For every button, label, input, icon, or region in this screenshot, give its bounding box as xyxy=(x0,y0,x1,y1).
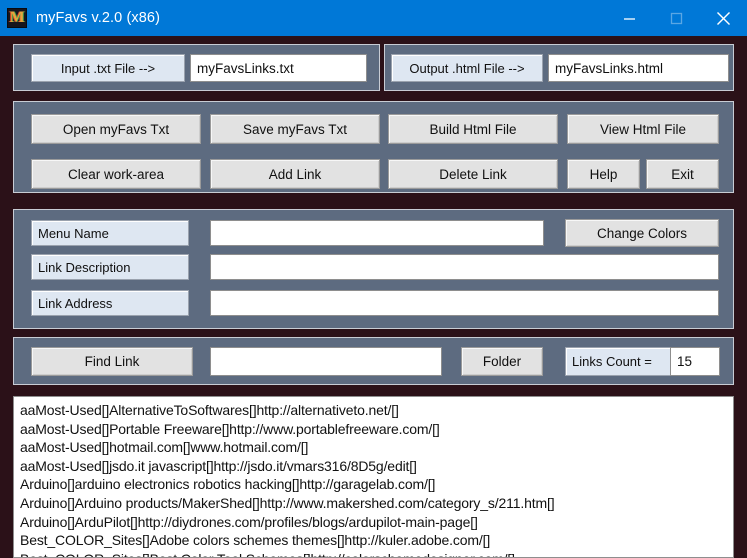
work-area-line: aaMost-Used[]Portable Freeware[]http://w… xyxy=(20,420,440,437)
exit-button[interactable]: Exit xyxy=(646,159,719,189)
work-area-line: Arduino[]Arduino products/MakerShed[]htt… xyxy=(20,494,555,511)
find-link-button[interactable]: Find Link xyxy=(31,347,193,376)
app-icon: M xyxy=(7,8,27,28)
help-button[interactable]: Help xyxy=(567,159,640,189)
build-html-file-button[interactable]: Build Html File xyxy=(388,114,558,144)
work-area-line: Best_COLOR_Sites[]Adobe colors schemes t… xyxy=(20,532,491,549)
work-area-line: aaMost-Used[]AlternativeToSoftwares[]htt… xyxy=(20,402,399,418)
links-count-value: 15 xyxy=(670,347,720,376)
view-html-file-button[interactable]: View Html File xyxy=(567,114,719,144)
work-area-line: aaMost-Used[]jsdo.it javascript[]http://… xyxy=(20,457,417,474)
app-icon-glyph: M xyxy=(9,9,25,26)
work-area-line: aaMost-Used[]hotmail.com[]www.hotmail.co… xyxy=(20,439,309,456)
window-title: myFavs v.2.0 (x86) xyxy=(36,10,161,26)
menu-name-label: Menu Name xyxy=(31,220,189,246)
work-area-line: Best_COLOR_Sites[]Best Color Tool Scheme… xyxy=(20,550,733,557)
open-myfavs-txt-button[interactable]: Open myFavs Txt xyxy=(31,114,201,144)
input-file-field[interactable]: myFavsLinks.txt xyxy=(190,54,367,82)
work-area-line: Arduino[]arduino electronics robotics ha… xyxy=(20,476,436,493)
link-description-field[interactable] xyxy=(210,254,719,280)
delete-link-button[interactable]: Delete Link xyxy=(388,159,558,189)
maximize-icon[interactable] xyxy=(653,0,700,36)
change-colors-button[interactable]: Change Colors xyxy=(565,219,719,247)
input-file-label: Input .txt File --> xyxy=(31,54,185,82)
input-file-panel: Input .txt File --> myFavsLinks.txt xyxy=(13,44,380,91)
output-file-panel: Output .html File --> myFavsLinks.html xyxy=(384,44,734,91)
find-link-input[interactable] xyxy=(210,347,442,376)
close-icon[interactable] xyxy=(700,0,747,36)
output-file-label: Output .html File --> xyxy=(391,54,543,82)
link-description-label: Link Description xyxy=(31,254,189,280)
link-address-field[interactable] xyxy=(210,290,719,316)
links-count-label: Links Count = xyxy=(565,347,671,376)
add-link-button[interactable]: Add Link xyxy=(210,159,380,189)
menu-name-field[interactable] xyxy=(210,220,544,246)
title-bar: M myFavs v.2.0 (x86) xyxy=(0,0,747,36)
minimize-icon[interactable] xyxy=(606,0,653,36)
clear-work-area-button[interactable]: Clear work-area xyxy=(31,159,201,189)
save-myfavs-txt-button[interactable]: Save myFavs Txt xyxy=(210,114,380,144)
folder-button[interactable]: Folder xyxy=(461,347,543,376)
work-area-textbox[interactable]: aaMost-Used[]AlternativeToSoftwares[]htt… xyxy=(13,396,734,558)
window-controls xyxy=(606,0,747,36)
link-editor-panel: Menu Name Change Colors Link Description… xyxy=(13,209,734,329)
work-area-line: Arduino[]ArduPilot[]http://diydrones.com… xyxy=(20,513,478,530)
find-panel: Find Link Folder Links Count = 15 xyxy=(13,337,734,385)
output-file-field[interactable]: myFavsLinks.html xyxy=(548,54,729,82)
link-address-label: Link Address xyxy=(31,290,189,316)
actions-panel: Open myFavs Txt Save myFavs Txt Build Ht… xyxy=(13,101,734,193)
